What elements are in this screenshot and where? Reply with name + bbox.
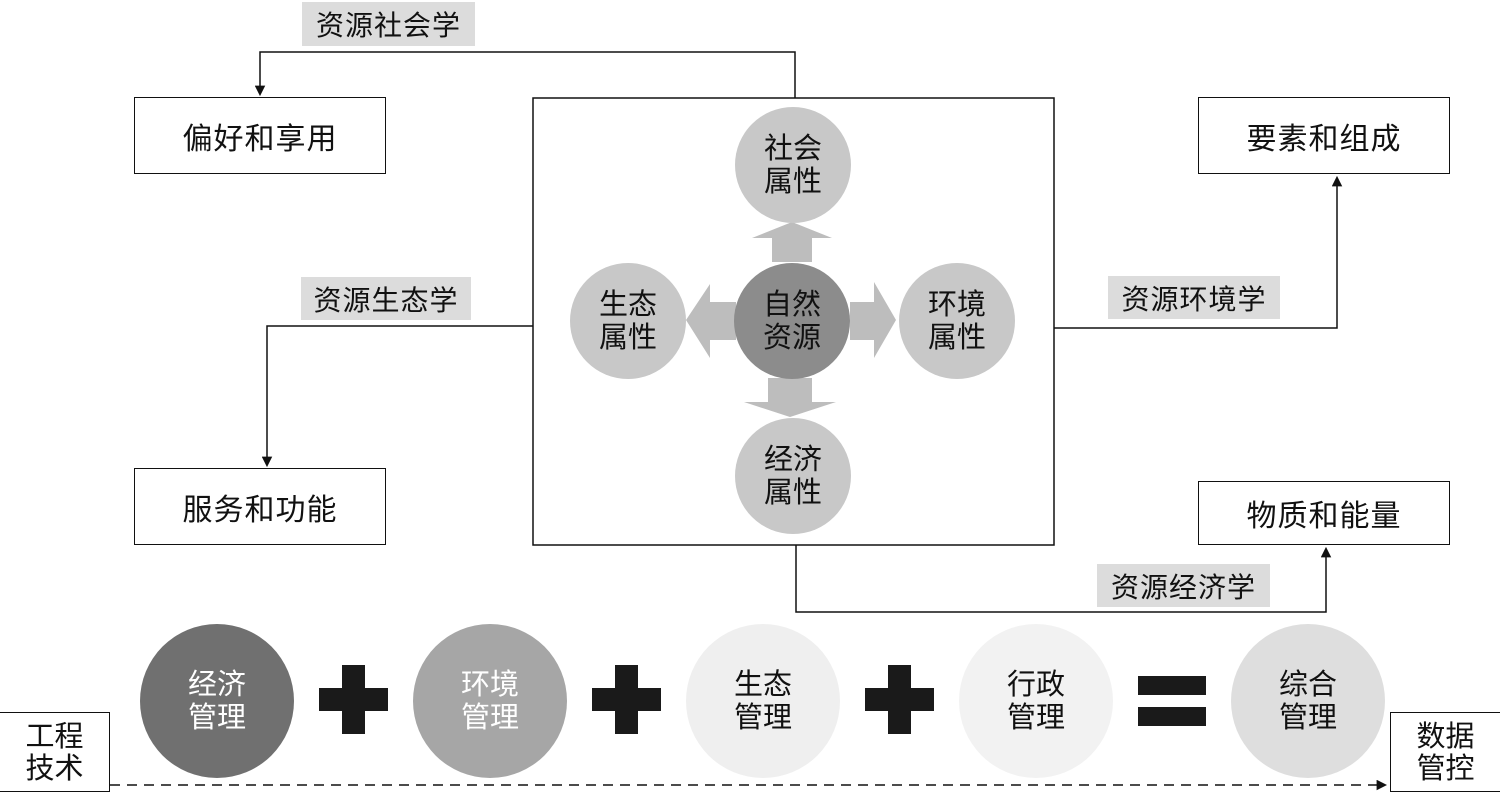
economics-connector <box>795 545 1332 613</box>
arrow-down-icon <box>744 378 836 417</box>
label-sociology: 资源社会学 <box>302 2 475 46</box>
ecology-connector <box>261 325 533 468</box>
circle-env-attribute: 环境 属性 <box>899 263 1015 379</box>
equals-icon-top <box>1138 676 1206 695</box>
sociology-connector <box>254 51 796 98</box>
environment-connector <box>1054 175 1343 329</box>
label-economics: 资源经济学 <box>1097 564 1270 607</box>
circle-social-attribute: 社会 属性 <box>735 107 851 223</box>
circle-social-label: 社会 属性 <box>763 131 822 198</box>
administrative-management-label: 行政 管理 <box>1006 667 1065 734</box>
box-matter: 物质和能量 <box>1198 481 1450 545</box>
circle-eco-label: 生态 属性 <box>598 287 657 354</box>
environmental-management-label: 环境 管理 <box>460 667 519 734</box>
circle-environmental-management: 环境 管理 <box>413 624 567 778</box>
box-data-control: 数据 管控 <box>1390 712 1500 792</box>
label-environment: 资源环境学 <box>1108 276 1280 319</box>
arrow-left-icon <box>686 284 736 358</box>
plus-icon-2-vertical <box>615 665 638 734</box>
arrow-up-icon <box>752 222 832 262</box>
circle-env-label: 环境 属性 <box>927 287 986 354</box>
arrow-right-icon <box>850 282 896 358</box>
central-box <box>532 97 1055 546</box>
circle-integrated-management: 综合 管理 <box>1231 624 1385 778</box>
circle-economic-management: 经济 管理 <box>140 624 294 778</box>
equals-icon-bottom <box>1138 707 1206 726</box>
economic-management-label: 经济 管理 <box>187 667 246 734</box>
circle-natural-label: 自然 资源 <box>762 287 821 354</box>
circle-natural-resource: 自然 资源 <box>734 263 850 379</box>
plus-icon-1-vertical <box>342 665 365 734</box>
integrated-management-label: 综合 管理 <box>1278 667 1337 734</box>
engineering-tech-label: 工程 技术 <box>25 719 84 785</box>
box-elements: 要素和组成 <box>1198 97 1450 174</box>
label-ecology: 资源生态学 <box>301 277 471 320</box>
plus-icon-3-vertical <box>888 665 911 734</box>
circle-eco-attribute: 生态 属性 <box>570 263 686 379</box>
box-engineering-tech: 工程 技术 <box>0 712 110 792</box>
circle-administrative-management: 行政 管理 <box>959 624 1113 778</box>
circle-ecological-management: 生态 管理 <box>686 624 840 778</box>
data-control-label: 数据 管控 <box>1416 719 1475 785</box>
box-service: 服务和功能 <box>134 468 386 545</box>
ecological-management-label: 生态 管理 <box>733 667 792 734</box>
circle-econ-label: 经济 属性 <box>763 442 822 509</box>
circle-econ-attribute: 经济 属性 <box>735 418 851 534</box>
box-preference: 偏好和享用 <box>134 97 386 174</box>
